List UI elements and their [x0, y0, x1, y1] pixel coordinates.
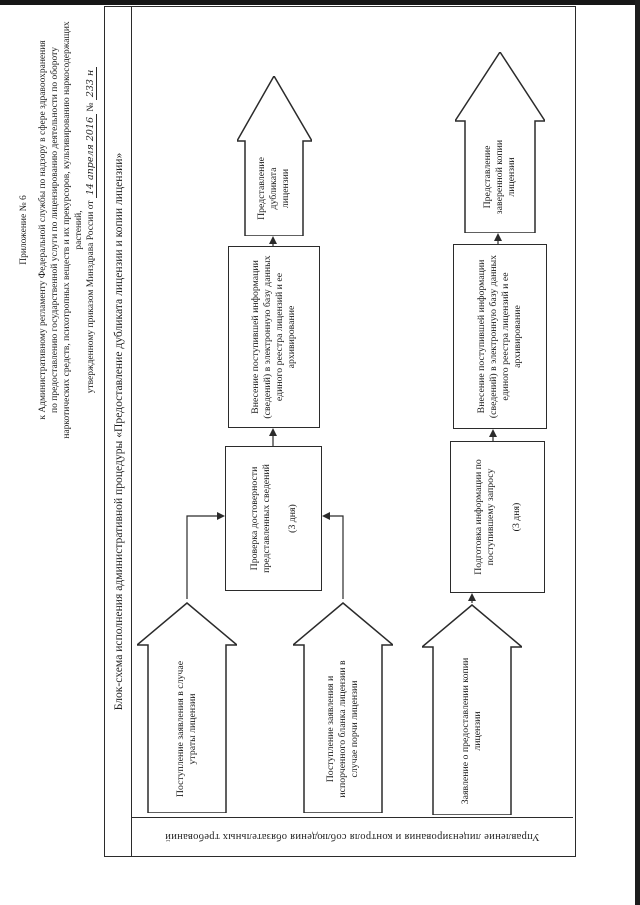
appendix-header: Приложение № 6 к Административному регла…	[18, 7, 97, 453]
flowchart-canvas: Поступление заявления в случае утраты ли…	[132, 7, 573, 817]
connector-lost-to-check	[186, 515, 217, 599]
block-arrow-shape	[455, 52, 545, 233]
block-arrow-label: Представление дубликата лицензии	[256, 157, 291, 220]
arrowhead-right-icon	[489, 429, 497, 437]
appendix-line: наркотических средств, психотропных веще…	[62, 21, 84, 439]
process-box-duration: (3 дня)	[510, 502, 522, 532]
number-sign: №	[86, 102, 96, 112]
arrowhead-right-icon	[468, 593, 476, 601]
process-box-check: Проверка достоверности представленных св…	[225, 446, 322, 591]
connector-damaged-to-check	[330, 515, 344, 599]
appendix-line: к Административному регламенту Федеральн…	[38, 40, 48, 420]
scheme-title: Блок-схема исполнения административной п…	[105, 7, 132, 856]
appendix-line: по предоставлению государственной услуги…	[50, 47, 60, 413]
department-column: Управление лицензирования и контроля соб…	[132, 817, 573, 856]
appendix-number: Приложение № 6	[19, 195, 29, 265]
arrowhead-right-icon	[269, 236, 277, 244]
arrowhead-down-icon	[217, 512, 225, 520]
block-arrow-input-damaged: Поступление заявления и испорченного бла…	[293, 599, 393, 813]
process-box-prepare: Подготовка информации по поступившему за…	[450, 441, 545, 593]
block-arrow-label: Поступление заявления в случае утраты ли…	[175, 660, 198, 798]
block-arrow-shape	[137, 602, 237, 813]
process-box-register-2: Внесение поступившей информации (сведени…	[453, 244, 547, 429]
block-arrow-input-copy-request: Заявление о предоставлении копии лицензи…	[422, 601, 522, 815]
block-arrow-shape	[422, 604, 522, 815]
process-box-text: Проверка достоверности представленных св…	[248, 464, 272, 573]
process-box-text: Подготовка информации по поступившему за…	[472, 459, 496, 575]
block-arrow-shape	[293, 602, 393, 813]
arrowhead-right-icon	[494, 233, 502, 241]
process-box-register-1: Внесение поступившей информации (сведени…	[228, 246, 320, 428]
arrowhead-up-icon	[322, 512, 330, 520]
block-scheme-table: Блок-схема исполнения административной п…	[104, 6, 576, 857]
block-arrow-shape	[237, 76, 312, 236]
block-arrow-label: Представление заверенной копии лицензии	[482, 139, 517, 215]
block-arrow-output-duplicate: Представление дубликата лицензии	[237, 76, 312, 236]
process-box-duration: (3 дня)	[286, 504, 298, 533]
scheme-body: Управление лицензирования и контроля соб…	[132, 7, 573, 856]
appendix-approval-line: утвержденному приказом Минздрава России …	[85, 7, 97, 453]
block-arrow-label: Заявление о предоставлении копии лицензи…	[460, 657, 483, 805]
block-arrow-output-copy: Представление заверенной копии лицензии	[455, 52, 545, 233]
scan-edge-artifact	[635, 0, 640, 905]
process-box-text: Внесение поступившей информации (сведени…	[250, 255, 297, 419]
block-arrow-input-lost: Поступление заявления в случае утраты ли…	[137, 599, 237, 813]
process-box-text: Внесение поступившей информации (сведени…	[476, 254, 523, 419]
block-arrow-label: Поступление заявления и испорченного бла…	[325, 660, 360, 798]
handwritten-date: 14 апреля 2016	[85, 113, 97, 199]
department-label: Управление лицензирования и контроля соб…	[165, 831, 540, 843]
scan-edge-artifact	[0, 0, 640, 5]
arrowhead-right-icon	[269, 428, 277, 436]
handwritten-number: 233 н	[85, 66, 97, 101]
